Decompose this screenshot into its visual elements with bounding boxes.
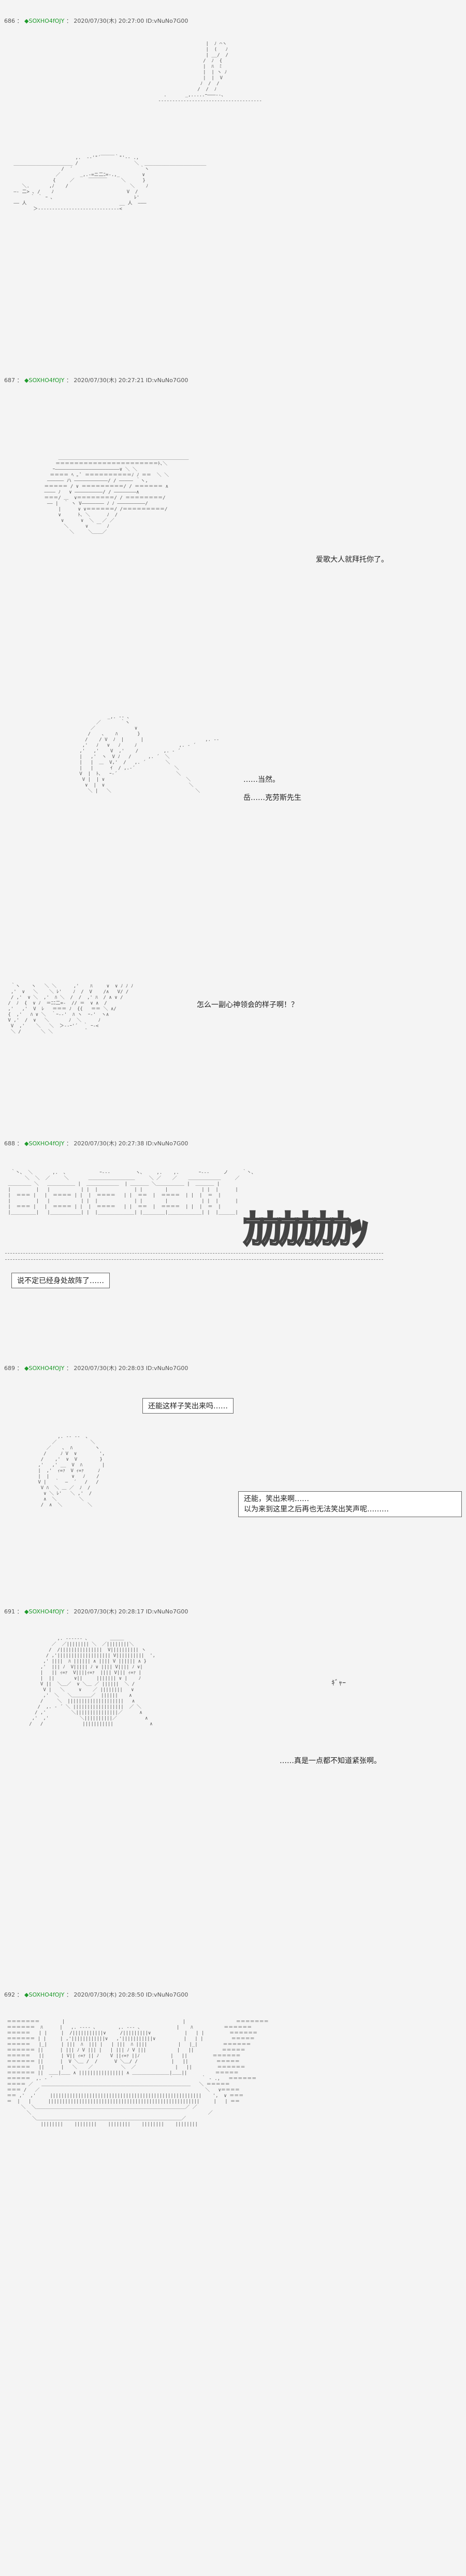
- dialog-box-6: 还能，笑出来啊…… 以为来到这里之后再也无法笑出笑声呢………: [238, 1491, 462, 1517]
- post-trip: ◆SOXHO4fOJY: [24, 1140, 65, 1147]
- dialog-line-1: 爱歌大人就拜托你了。: [316, 556, 388, 564]
- post-trip: ◆SOXHO4fOJY: [24, 377, 65, 384]
- post-number: 691: [4, 1608, 15, 1615]
- post-id: ID:vNuNo7G00: [145, 377, 188, 384]
- post-datetime: 2020/07/30(木) 20:28:50: [74, 1991, 144, 1998]
- ascii-art-scene-2: ＿＿＿＿＿＿＿＿＿＿＿＿＿＿＿＿＿＿＿＿＿＿＿＿＿＿＿＿ ＝＝＝＝＝＝＝＝＝＝＝…: [44, 456, 189, 535]
- ascii-art-scene-1b: ,. -‐'"´￣￣￣｀"'‐- ., ____________________…: [13, 155, 207, 212]
- sound-effect-small: ｷﾞｬｰ: [331, 1679, 346, 1687]
- post-number: 689: [4, 1365, 15, 1372]
- ascii-art-scene-4: ｀ヽ ヽ ＼ ＼ ,' ﾊ ∨ ∨ ﾉ ﾉ ﾉ ,' ∨ ＼ ＼ ﾚ' ﾉ / …: [8, 984, 134, 1035]
- post-number: 692: [4, 1991, 15, 1998]
- post-trip: ◆SOXHO4fOJY: [24, 1608, 65, 1615]
- post-header-692: 692 ： ◆SOXHO4fOJY ： 2020/07/30(木) 20:28:…: [4, 1991, 188, 1998]
- post-id: ID:vNuNo7G00: [145, 1991, 188, 1998]
- ascii-art-scene-1: | ﾉ ⌒ヽ | ( ﾉ | __/ / / ﾉ { | ﾊ ﾐ | | ヽ ﾉ…: [158, 41, 262, 104]
- dialog-box-5: 还能这样子笑出来吗……: [142, 1398, 234, 1414]
- ascii-art-scene-7: ,. --‐‐-‐ ､ ＿＿＿ ／ ／|||||||| ＼ ／||||||||＼…: [29, 1636, 156, 1727]
- post-number: 687: [4, 377, 15, 384]
- ascii-art-scene-5: ｀丶､ ＼ ,. ､ ｰ‐-- ヽ､ ,. ,. ｰ‐-‐ ノ ｀丶､ ＼ ＼ …: [8, 1170, 254, 1215]
- post-datetime: 2020/07/30(木) 20:27:38: [74, 1140, 144, 1147]
- ascii-art-scene-8: ＝＝＝＝＝＝＝ | | ＝＝＝＝＝＝＝ ＝＝＝＝＝＝ ﾊ | ,. ‐‐‐‐ ､…: [7, 2019, 269, 2127]
- dialog-line-7: ……真是一点都不知道紧张啊。: [280, 1757, 381, 1765]
- post-trip: ◆SOXHO4fOJY: [24, 1365, 65, 1372]
- dialog-line-3: 怎么一副心神领会的样子啊！？: [197, 1001, 298, 1009]
- post-datetime: 2020/07/30(木) 20:28:17: [74, 1608, 144, 1615]
- post-number: 688: [4, 1140, 15, 1147]
- post-trip: ◆SOXHO4fOJY: [24, 1991, 65, 1998]
- post-id: ID:vNuNo7G00: [145, 18, 188, 24]
- post-number: 686: [4, 18, 15, 24]
- post-header-691: 691 ： ◆SOXHO4fOJY ： 2020/07/30(木) 20:28:…: [4, 1608, 188, 1615]
- post-datetime: 2020/07/30(木) 20:28:03: [74, 1365, 144, 1372]
- dialog-line-2a: ……当然。: [243, 776, 280, 784]
- post-datetime: 2020/07/30(木) 20:27:21: [74, 377, 144, 384]
- post-header-686: 686 ： ◆SOXHO4fOJY ： 2020/07/30(木) 20:27:…: [4, 18, 188, 24]
- sound-effect-big: ｶｶｶｶｶｶｯ: [243, 1205, 371, 1255]
- post-trip: ◆SOXHO4fOJY: [24, 18, 65, 24]
- post-header-688: 688 ： ◆SOXHO4fOJY ： 2020/07/30(木) 20:27:…: [4, 1140, 188, 1147]
- post-header-687: 687 ： ◆SOXHO4fOJY ： 2020/07/30(木) 20:27:…: [4, 377, 188, 384]
- ascii-art-scene-3: _,. -‐ ､ ／ ｀ヽ ／ ∨ / ､ ﾊ } / / V ﾉ | | ,.…: [79, 715, 220, 794]
- post-id: ID:vNuNo7G00: [145, 1608, 188, 1615]
- ascii-art-scene-6: ,. -‐ ‐- ､ ／ ＼ ／ ､ ﾊ ヽ / ﾉ V ∨ ', / ,' ∨…: [38, 1434, 105, 1508]
- dialog-line-6a: 还能，笑出来啊……: [244, 1495, 309, 1503]
- dialog-line-6b: 以为来到这里之后再也无法笑出笑声呢………: [244, 1505, 389, 1513]
- post-datetime: 2020/07/30(木) 20:27:00: [74, 18, 144, 24]
- post-id: ID:vNuNo7G00: [145, 1140, 188, 1147]
- post-header-689: 689 ： ◆SOXHO4fOJY ： 2020/07/30(木) 20:28:…: [4, 1365, 188, 1372]
- divider-line: [5, 1259, 383, 1260]
- divider-line: [5, 1253, 383, 1254]
- dialog-line-2b: 岳……克劳斯先生: [243, 794, 301, 802]
- post-id: ID:vNuNo7G00: [145, 1365, 188, 1372]
- dialog-box-4: 说不定已经身处故阵了……: [11, 1273, 110, 1288]
